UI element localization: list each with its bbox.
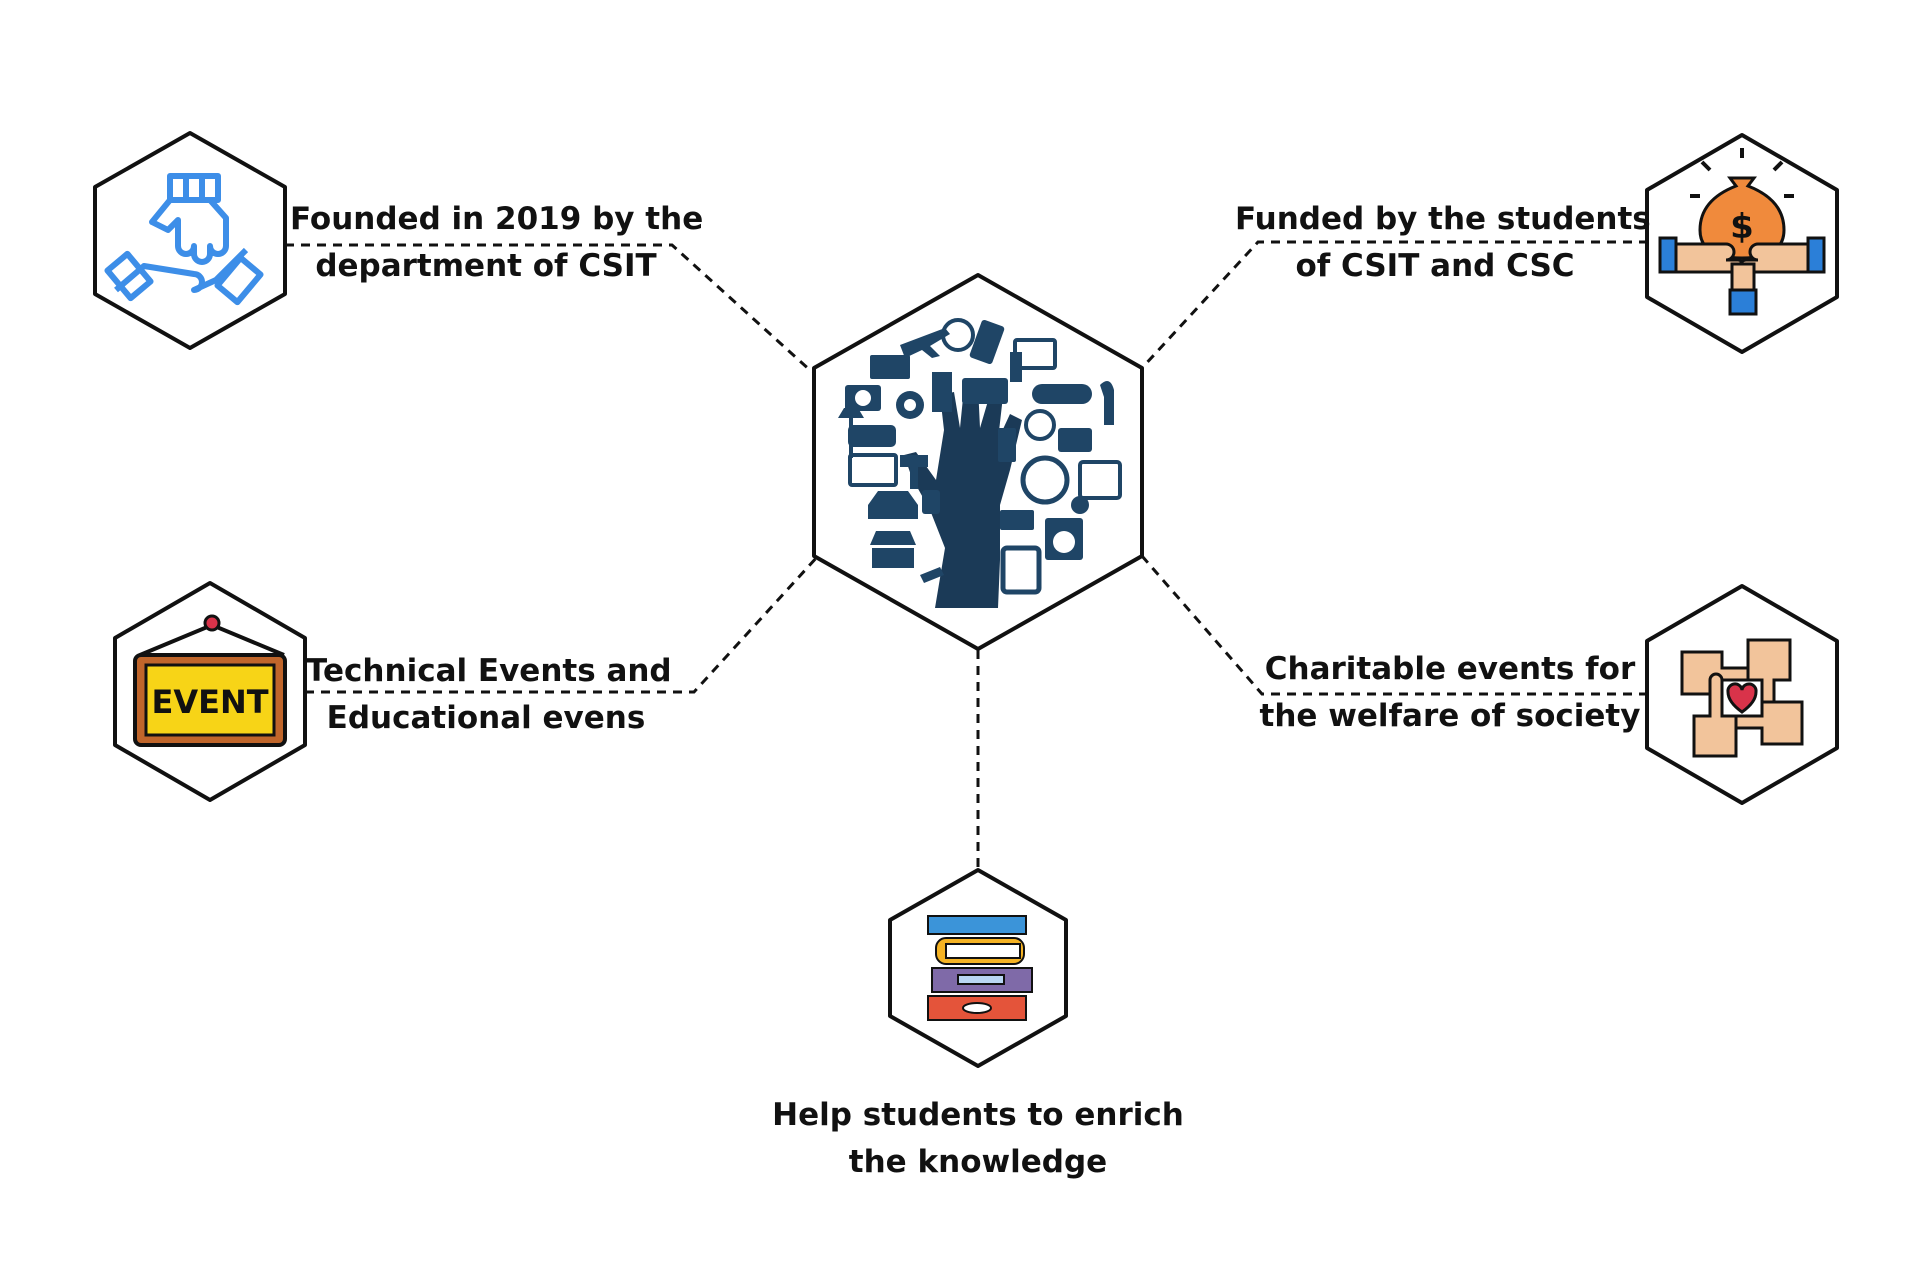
label-charitable: Charitable events for the welfare of soc… xyxy=(1255,646,1645,740)
hand-bottom-cuff xyxy=(1728,288,1758,316)
label-help-line-1: Help students to enrich xyxy=(772,1097,1184,1133)
car-icon xyxy=(868,491,918,519)
clock-icon xyxy=(1020,455,1070,505)
dollar-sign: $ xyxy=(1730,207,1754,247)
printer-icon xyxy=(870,355,910,379)
tv-set-icon xyxy=(848,453,898,487)
fridge-icon xyxy=(932,372,952,412)
node-technical: EVENT xyxy=(113,581,307,802)
hand-left-side xyxy=(1692,672,1738,758)
lamp-icon xyxy=(838,408,864,458)
node-help xyxy=(888,868,1068,1068)
center-node xyxy=(812,273,1144,651)
label-founded: Founded in 2019 by the department of CSI… xyxy=(290,196,704,290)
vacuum-icon xyxy=(1100,381,1114,425)
sparkle-lines xyxy=(1690,148,1794,198)
drill-icon xyxy=(900,455,928,489)
hand-icon xyxy=(904,386,1022,608)
event-sign-text: EVENT xyxy=(151,683,268,721)
book-blue xyxy=(927,915,1027,935)
label-charitable-line-1: Charitable events for xyxy=(1264,651,1636,687)
hexagon-founded xyxy=(93,131,287,350)
hand-right-cuff xyxy=(1806,236,1826,274)
stopwatch-icon xyxy=(1024,409,1056,441)
money-bag-exchange-icon: $ xyxy=(1658,148,1826,316)
label-help-line-2: the knowledge xyxy=(848,1144,1108,1180)
label-charitable-line-2: the welfare of society xyxy=(1259,698,1641,734)
radio-icon xyxy=(848,425,896,447)
telephone-icon xyxy=(870,531,916,568)
fan-icon xyxy=(1078,460,1122,500)
gadget-icons xyxy=(838,318,1122,595)
hair-dryer-icon xyxy=(920,567,944,583)
video-camera-icon xyxy=(1058,428,1092,452)
tablet-icon xyxy=(1000,545,1042,595)
event-sign-nail xyxy=(203,614,221,632)
connector-charitable xyxy=(1140,555,1648,696)
label-technical-line-1: Technical Events and xyxy=(306,653,672,689)
label-help: Help students to enrich the knowledge xyxy=(768,1092,1188,1186)
bulb-icon xyxy=(941,318,975,352)
laptop-icon xyxy=(1000,510,1034,530)
label-founded-line-2: department of CSIT xyxy=(315,248,657,284)
label-founded-line-1: Founded in 2019 by the xyxy=(290,201,704,237)
hand-left-cuff xyxy=(1658,236,1678,274)
connector-founded xyxy=(285,243,814,374)
hands-stacked-icon xyxy=(104,173,264,306)
hand-bottom xyxy=(1730,262,1756,292)
label-technical-line-2: Educational evens xyxy=(326,700,646,736)
watch-icon xyxy=(922,490,940,514)
hands-heart-teamwork-icon xyxy=(1680,638,1804,758)
speaker-icon xyxy=(998,428,1016,462)
airplane-icon xyxy=(900,328,950,358)
label-funded-line-2: of CSIT and CSC xyxy=(1295,248,1575,284)
tv-icon xyxy=(962,378,1008,404)
connectors xyxy=(285,240,1648,868)
label-funded-line-1: Funded by the students xyxy=(1235,201,1651,237)
tower-icon xyxy=(1010,352,1022,382)
stack-of-books-icon xyxy=(927,915,1033,1021)
label-funded: Funded by the students of CSIT and CSC xyxy=(1235,196,1651,290)
node-charitable xyxy=(1645,584,1839,805)
gamepad-icon xyxy=(1032,384,1092,404)
node-founded xyxy=(93,131,287,350)
event-sign-icon: EVENT xyxy=(133,614,287,747)
microphone-icon xyxy=(1071,496,1089,514)
event-sign-panel xyxy=(144,663,276,737)
book-red xyxy=(927,995,1027,1021)
connector-funded xyxy=(1140,240,1648,370)
money-bag-icon xyxy=(1698,176,1786,260)
phone-icon xyxy=(969,319,1005,365)
heart-icon xyxy=(1726,682,1758,714)
hand-with-technology-icons xyxy=(838,318,1122,608)
node-funded: $ xyxy=(1645,133,1839,354)
connector-technical xyxy=(305,554,820,694)
label-technical: Technical Events and Educational evens xyxy=(306,648,672,742)
